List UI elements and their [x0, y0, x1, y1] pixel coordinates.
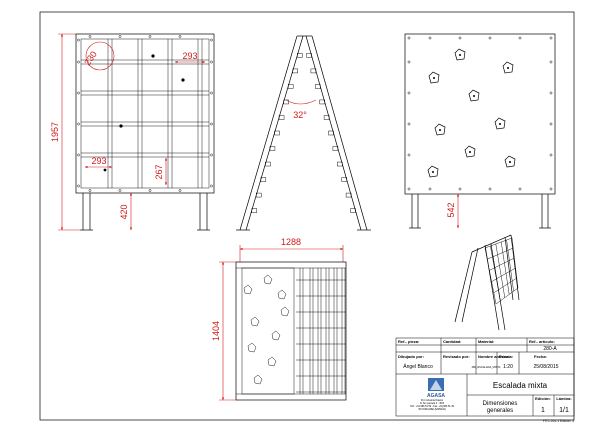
- plan-width-label: 1288: [281, 237, 301, 247]
- title-block: Ref.- pieza: Cantidad: Material: Ref.- a…: [395, 337, 575, 423]
- isometric-view: [454, 234, 520, 331]
- climbing-face-view: 542: [404, 33, 556, 229]
- dibujado-value: Ángel Blanco: [403, 363, 433, 370]
- lamina-value: 1/1: [559, 407, 569, 414]
- edicion-label: Edición:: [535, 396, 551, 401]
- nombre-archivo-value: 280_ESCALADA_MIXTA: [472, 365, 501, 369]
- plan-view: 1288 1404: [211, 237, 347, 401]
- angle-label: 32°: [293, 110, 307, 120]
- ref-pieza-label: Ref.- pieza:: [398, 339, 419, 344]
- leg-height-label: 420: [119, 204, 129, 219]
- drawing-subtitle-1: Dimensiones: [483, 401, 518, 407]
- revisado-label: Revisado por:: [443, 354, 470, 359]
- company-name: AGASA: [427, 393, 445, 399]
- cell-bottom-label: 293: [91, 156, 106, 166]
- cell-top-label: 293: [182, 51, 197, 61]
- company-line4: 36 FORCAREI (ESPAÑA): [418, 408, 446, 411]
- fecha-value: 25/08/2015: [533, 364, 558, 370]
- lamina-label: Lámina:: [556, 396, 571, 401]
- drawing-subtitle-2: generales: [487, 408, 513, 414]
- company-line3: Telf.: +34 986 51 59 - Fax: +34 986 51 4…: [410, 405, 455, 408]
- ref-articulo-label: Ref.- artículo:: [529, 339, 555, 344]
- fecha-label: Fecha:: [534, 354, 547, 359]
- cantidad-label: Cantidad:: [443, 339, 461, 344]
- side-view: 32°: [236, 35, 371, 231]
- escala-label: Escala:: [499, 354, 513, 359]
- footer-code: FITC-001-1 Edición: 4: [543, 419, 574, 423]
- side-leg-height-label: 542: [446, 202, 456, 217]
- company-line1: Pol. Industrial Castro: [421, 399, 444, 402]
- front-view: [75, 33, 215, 231]
- edicion-value: 1: [541, 407, 545, 414]
- ref-articulo-value: 280-A: [543, 346, 557, 352]
- nombre-archivo-label: Nombre archivo:: [478, 354, 510, 359]
- escala-value: 1:20: [503, 364, 513, 370]
- drawing-title: Escalada mixta: [493, 381, 548, 390]
- height-total-label: 1957: [50, 122, 60, 142]
- sheet-border: [39, 11, 575, 421]
- plan-depth-label: 1404: [211, 321, 221, 341]
- dibujado-label: Dibujado por:: [398, 354, 424, 359]
- cell-height-label: 267: [154, 164, 164, 179]
- material-label: Material:: [478, 339, 494, 344]
- company-line2: C/ Sur parcela 3 - 45 B: [420, 402, 445, 405]
- detail-circle: [85, 41, 115, 71]
